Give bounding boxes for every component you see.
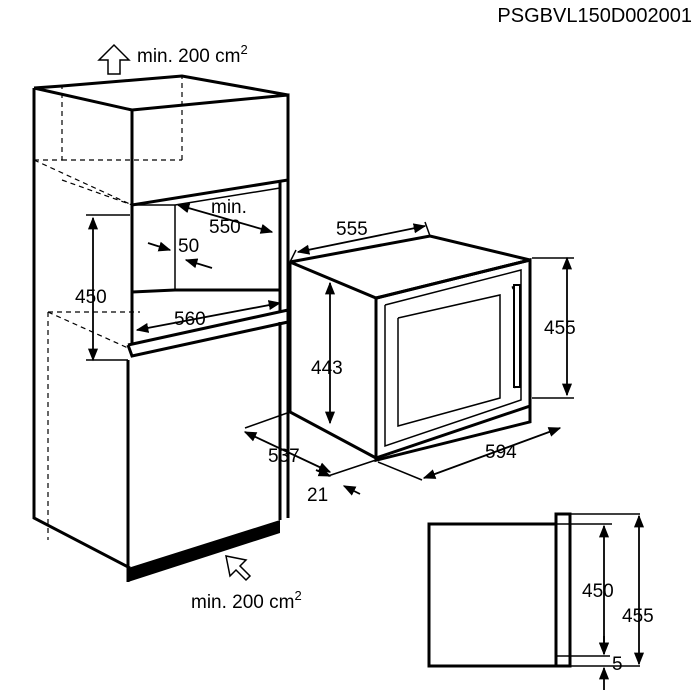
vent-bottom-label: min. 200 cm2: [191, 588, 302, 613]
side-view: [427, 512, 645, 690]
side-offset-label: 5: [612, 654, 623, 675]
cabinet-dimensions: [86, 203, 282, 362]
oven-dimensions: [243, 221, 574, 496]
drawing-code: PSGBVL150D002001: [497, 5, 692, 27]
side-body-label: 450: [582, 581, 614, 602]
oven-height-front-label: 455: [544, 318, 576, 339]
vent-up-arrow-icon: [97, 43, 131, 75]
niche-depth-min-label: min.: [211, 197, 247, 218]
niche-height-label: 450: [75, 287, 107, 308]
oven-height-body-label: 443: [311, 358, 343, 379]
niche-width-label: 560: [174, 309, 206, 330]
vent-diagonal-arrow-icon: [225, 555, 252, 582]
side-total-label: 455: [622, 606, 654, 627]
oven: [288, 234, 532, 463]
oven-total-depth-label: 537: [268, 446, 300, 467]
niche-depth-label: 550: [209, 217, 241, 238]
vent-top-label: min. 200 cm2: [137, 42, 248, 67]
cabinet: [32, 74, 290, 582]
oven-depth-label: 555: [336, 219, 368, 240]
door-depth-label: 21: [307, 485, 328, 506]
gap-label: 50: [178, 236, 199, 257]
oven-width-label: 594: [485, 442, 517, 463]
